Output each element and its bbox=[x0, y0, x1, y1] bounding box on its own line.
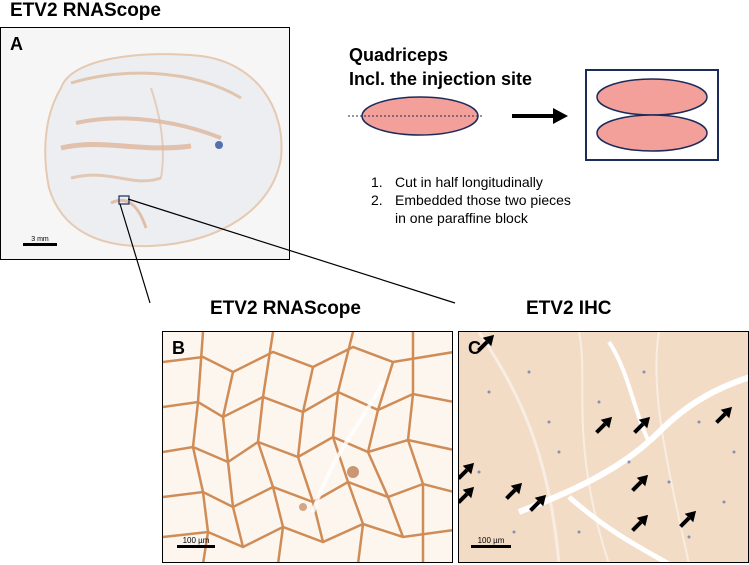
procedure-steps: 1.Cut in half longitudinally 2.Embedded … bbox=[371, 173, 571, 227]
panel-a-letter: A bbox=[10, 34, 23, 54]
panel-a-scale-label: 3 mm bbox=[31, 236, 49, 243]
panel-b-image: 100 µm B bbox=[162, 331, 453, 563]
panel-c-letter: C bbox=[468, 338, 481, 358]
step-2-continued: in one paraffine block bbox=[395, 210, 528, 226]
panel-a-scalebar: 3 mm bbox=[23, 236, 57, 246]
panel-b-scalebar: 100 µm bbox=[177, 536, 215, 548]
panel-a-title: ETV2 RNAScope bbox=[10, 0, 161, 21]
step-1: 1.Cut in half longitudinally bbox=[371, 174, 543, 190]
panel-b-title: ETV2 RNAScope bbox=[210, 298, 361, 319]
panel-c-image: 100 µm C bbox=[458, 331, 749, 563]
schematic-label: Quadriceps Incl. the injection site bbox=[349, 45, 533, 89]
ihc-micrograph bbox=[459, 332, 748, 562]
half-piece-bottom bbox=[596, 114, 708, 152]
half-piece-top bbox=[596, 78, 708, 116]
panel-c-scalebar: 100 µm bbox=[471, 536, 511, 548]
arrow-head bbox=[553, 108, 568, 124]
rnascope-micrograph bbox=[163, 332, 452, 562]
panel-c-title: ETV2 IHC bbox=[526, 298, 612, 319]
muscle-section-overview bbox=[1, 28, 289, 259]
arrow-markers bbox=[459, 334, 733, 532]
step-2: 2.Embedded those two pieces bbox=[371, 192, 571, 208]
panel-b-letter: B bbox=[172, 338, 185, 358]
panel-b-scale-label: 100 µm bbox=[182, 536, 210, 545]
panel-a-image: 3 mm A bbox=[0, 27, 290, 260]
panel-c-scale-label: 100 µm bbox=[477, 536, 505, 545]
